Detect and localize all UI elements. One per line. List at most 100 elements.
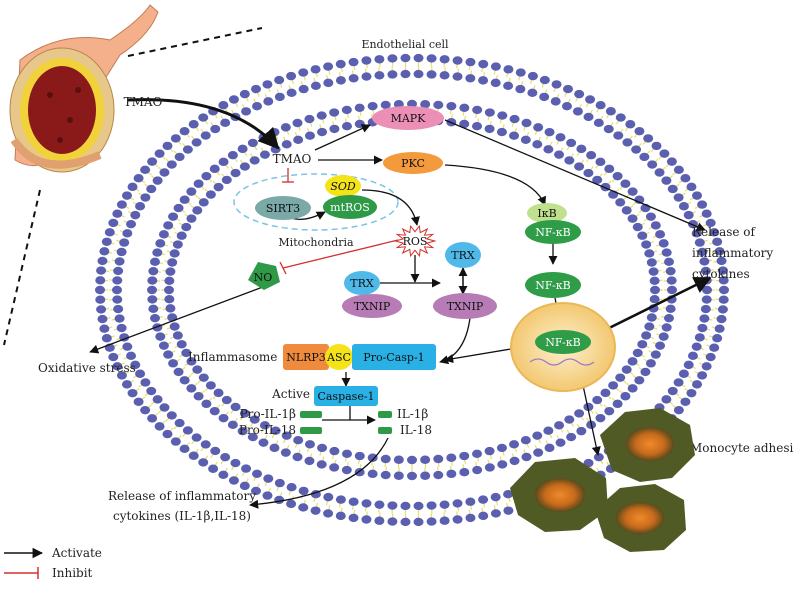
lipid-head [503,65,514,74]
lipid-head [252,102,263,111]
lipid-head [133,174,144,183]
lipid-head [112,295,123,304]
monocyte-1 [600,408,695,482]
lipid-head [683,360,694,370]
lipid-head [112,362,123,371]
lipid-head [228,95,239,104]
lipid-head [426,501,437,510]
lipid-head [179,444,190,454]
lipid-head [374,55,385,64]
lipid-head [426,70,437,79]
lipid-head [700,304,711,314]
lipid-head [130,210,141,220]
lipid-head [361,56,372,65]
lipid-head [509,440,520,449]
lipid-head [133,397,144,406]
lipid-head [179,126,190,136]
lipid-head [304,456,315,466]
lipid-head [147,157,158,166]
lipid-head [286,71,297,81]
lipid-head [465,57,476,67]
lipid-head [717,305,728,314]
lipid-head [227,420,238,430]
lipid-head [380,470,391,480]
lipid-head [413,501,424,511]
lipid-head [595,413,606,423]
lipid-head [130,360,141,370]
lipid-head [97,314,108,324]
lipid-head [237,426,248,436]
lipid-head [258,438,269,447]
lipid-head [101,334,112,343]
lipid-head [544,127,555,137]
lipid-head [413,517,424,527]
lipid-head [490,78,501,88]
lipid-head [252,469,263,478]
lipid-head [641,331,652,340]
lipid-head [666,157,677,166]
lipid-head [564,415,575,424]
lipid-head [164,295,175,304]
lipid-head [612,171,623,181]
lipid-head [198,113,209,122]
lipid-head [632,222,643,232]
nfkb-1-node: NF-κB [525,220,581,244]
pkc-node: PKC [383,152,443,174]
lipid-head [126,351,137,361]
lipid-head [673,405,684,415]
lipid-head [99,324,110,333]
lipid-head [218,101,229,110]
lipid-head [600,388,611,398]
lipid-head [182,426,193,435]
lipid-head [163,350,174,359]
lipid-head [162,429,173,439]
lipid-head [158,341,169,350]
lipid-head [452,499,463,508]
monocyte-adhesion-label: Monocyte adhesion [690,441,794,455]
lipid-head [210,446,221,456]
lipid-head [496,443,507,453]
lipid-head [201,171,212,181]
lipid-head [661,248,672,257]
lipid-head [154,149,165,158]
legend-inhibit-label: Inhibit [52,566,93,580]
lipid-head [249,156,260,165]
lipid-head [329,108,340,117]
lipid-head [645,212,656,221]
lipid-head [532,140,543,149]
lipid-head [387,70,398,79]
pro-il1b-label: Pro-IL-1β [240,407,296,421]
lipid-head [694,333,705,342]
lipid-head [221,175,232,185]
lipid-head [554,150,565,159]
lipid-head [259,150,270,159]
lipid-head [323,492,334,502]
lipid-head [632,348,643,358]
arrow-il-release [249,437,389,509]
lipid-head [374,516,385,525]
lipid-head [686,182,697,192]
pro-il18-label: Pro-IL-18 [239,423,296,437]
lipid-head [239,481,250,491]
arrow-nucleus-release [594,276,712,337]
lipid-head [702,285,712,295]
lipid-head [593,118,604,128]
lipid-head [583,112,594,122]
lipid-head [554,421,565,430]
lipid-head [163,221,174,230]
lipid-head [576,144,587,154]
lipid-head [621,365,632,374]
lipid-head [374,71,385,80]
lipid-head [574,89,585,99]
lipid-head [148,266,159,276]
lipid-head [341,465,352,475]
lipid-head [697,247,708,257]
sod-label: SOD [330,180,356,193]
lipid-head [649,295,660,304]
cell-title: Endothelial cell [361,38,449,51]
lipid-head [478,511,489,521]
lipid-head [274,495,285,505]
lipid-head [586,150,597,160]
no-node: NO [248,262,280,290]
lipid-head [687,351,698,361]
